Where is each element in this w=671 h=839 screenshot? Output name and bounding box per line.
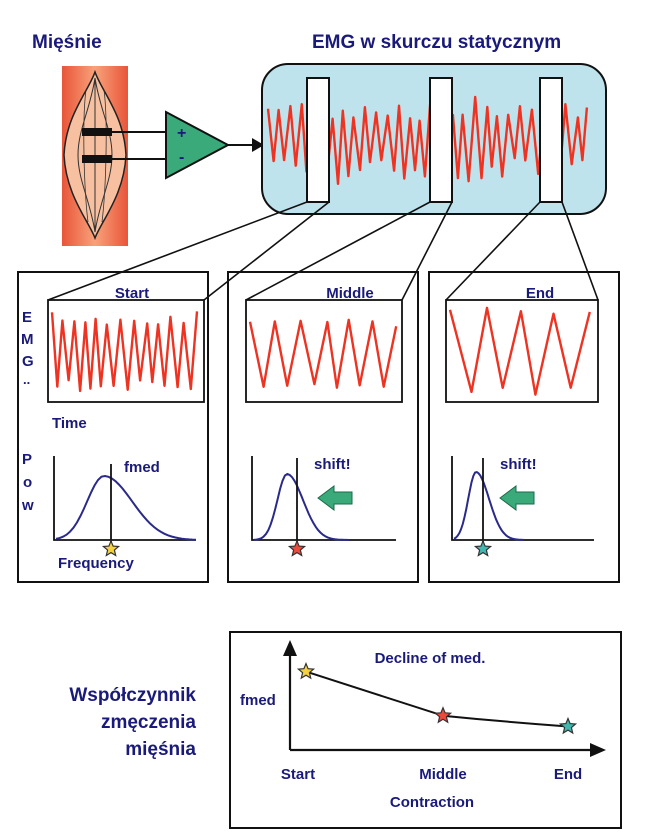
panel-middle-spectrum-curve (253, 472, 350, 541)
panel-middle (227, 271, 419, 583)
panel-middle-spectrum (253, 472, 350, 541)
panel-start-title: Start (115, 285, 149, 302)
panel-middle-emg-signal (248, 318, 398, 389)
emg-letter-m: M (21, 331, 34, 348)
panel-end-emg-signal (448, 306, 591, 396)
panel-start-emg-signal (50, 311, 199, 393)
emg-heading: EMG w skurczu statycznym (312, 32, 561, 53)
decline-chart-title: Decline of med. (375, 650, 486, 667)
decline-y-arrow-icon (283, 640, 297, 656)
time-label: Time (52, 415, 87, 432)
panel-middle-trace (248, 318, 398, 389)
pow-letter-w: w (21, 497, 34, 514)
decline-tick-middle: Middle (419, 766, 467, 783)
panel-middle-shift-arrow-icon (317, 485, 353, 511)
amplifier-plus: + (177, 125, 186, 142)
decline-xlabel: Contraction (390, 794, 474, 811)
pow-letter-o: o (23, 474, 32, 491)
panel-end-shift-label: shift! (500, 456, 537, 473)
panel-middle-signal-box (245, 299, 403, 403)
window-start (306, 77, 330, 203)
panel-end-spectrum-curve (453, 471, 524, 541)
panel-end-spectrum (453, 471, 524, 541)
emg-letter-g: G (22, 353, 34, 370)
panel-start-spectrum-curve (55, 474, 197, 541)
panel-middle-title: Middle (326, 285, 374, 302)
window-middle (429, 77, 453, 203)
panel-end-trace (448, 306, 591, 396)
caption-line-1: Współczynnik (69, 685, 196, 706)
caption-line-2: zmęczenia (101, 712, 196, 733)
emg-letter-dots: .. (23, 372, 30, 387)
panel-end-signal-box (445, 299, 599, 403)
panel-middle-median-star-icon (287, 539, 307, 557)
panel-middle-shift-label: shift! (314, 456, 351, 473)
panel-start (17, 271, 209, 583)
panel-end-title: End (526, 285, 554, 302)
decline-tick-end: End (554, 766, 582, 783)
amplifier-minus: - (179, 149, 184, 166)
pow-letter-p: P (22, 451, 32, 468)
fmed-label: fmed (124, 459, 160, 476)
panel-start-median-star-icon (101, 539, 121, 557)
electrode-1 (82, 128, 112, 136)
zoom-lines (47, 201, 599, 301)
decline-chart-plot: Start Middle End (281, 662, 582, 783)
muscle-heading: Mięśnie (32, 32, 102, 53)
frequency-label: Frequency (58, 555, 135, 572)
decline-ylabel: fmed (240, 692, 276, 709)
emg-letter-e: E (22, 309, 32, 326)
panel-start-spectrum (55, 474, 197, 541)
decline-x-arrow-icon (590, 743, 606, 757)
decline-tick-start: Start (281, 766, 315, 783)
electrode-2 (82, 155, 112, 163)
window-end (539, 77, 563, 203)
arrow-icon (252, 138, 264, 152)
panel-end-median-star-icon (473, 539, 493, 557)
caption-line-3: mięśnia (125, 739, 196, 760)
decline-chart-frame (229, 631, 622, 829)
panel-end-shift-arrow-icon (499, 485, 535, 511)
amplifier-icon (165, 110, 231, 180)
decline-line (305, 670, 569, 728)
panel-start-trace (50, 311, 199, 393)
median-lines (110, 458, 484, 548)
panel-end (428, 271, 620, 583)
decline-point-start-star-icon (296, 662, 316, 680)
decline-point-middle-star-icon (433, 706, 453, 724)
decline-point-end-star-icon (558, 716, 578, 735)
